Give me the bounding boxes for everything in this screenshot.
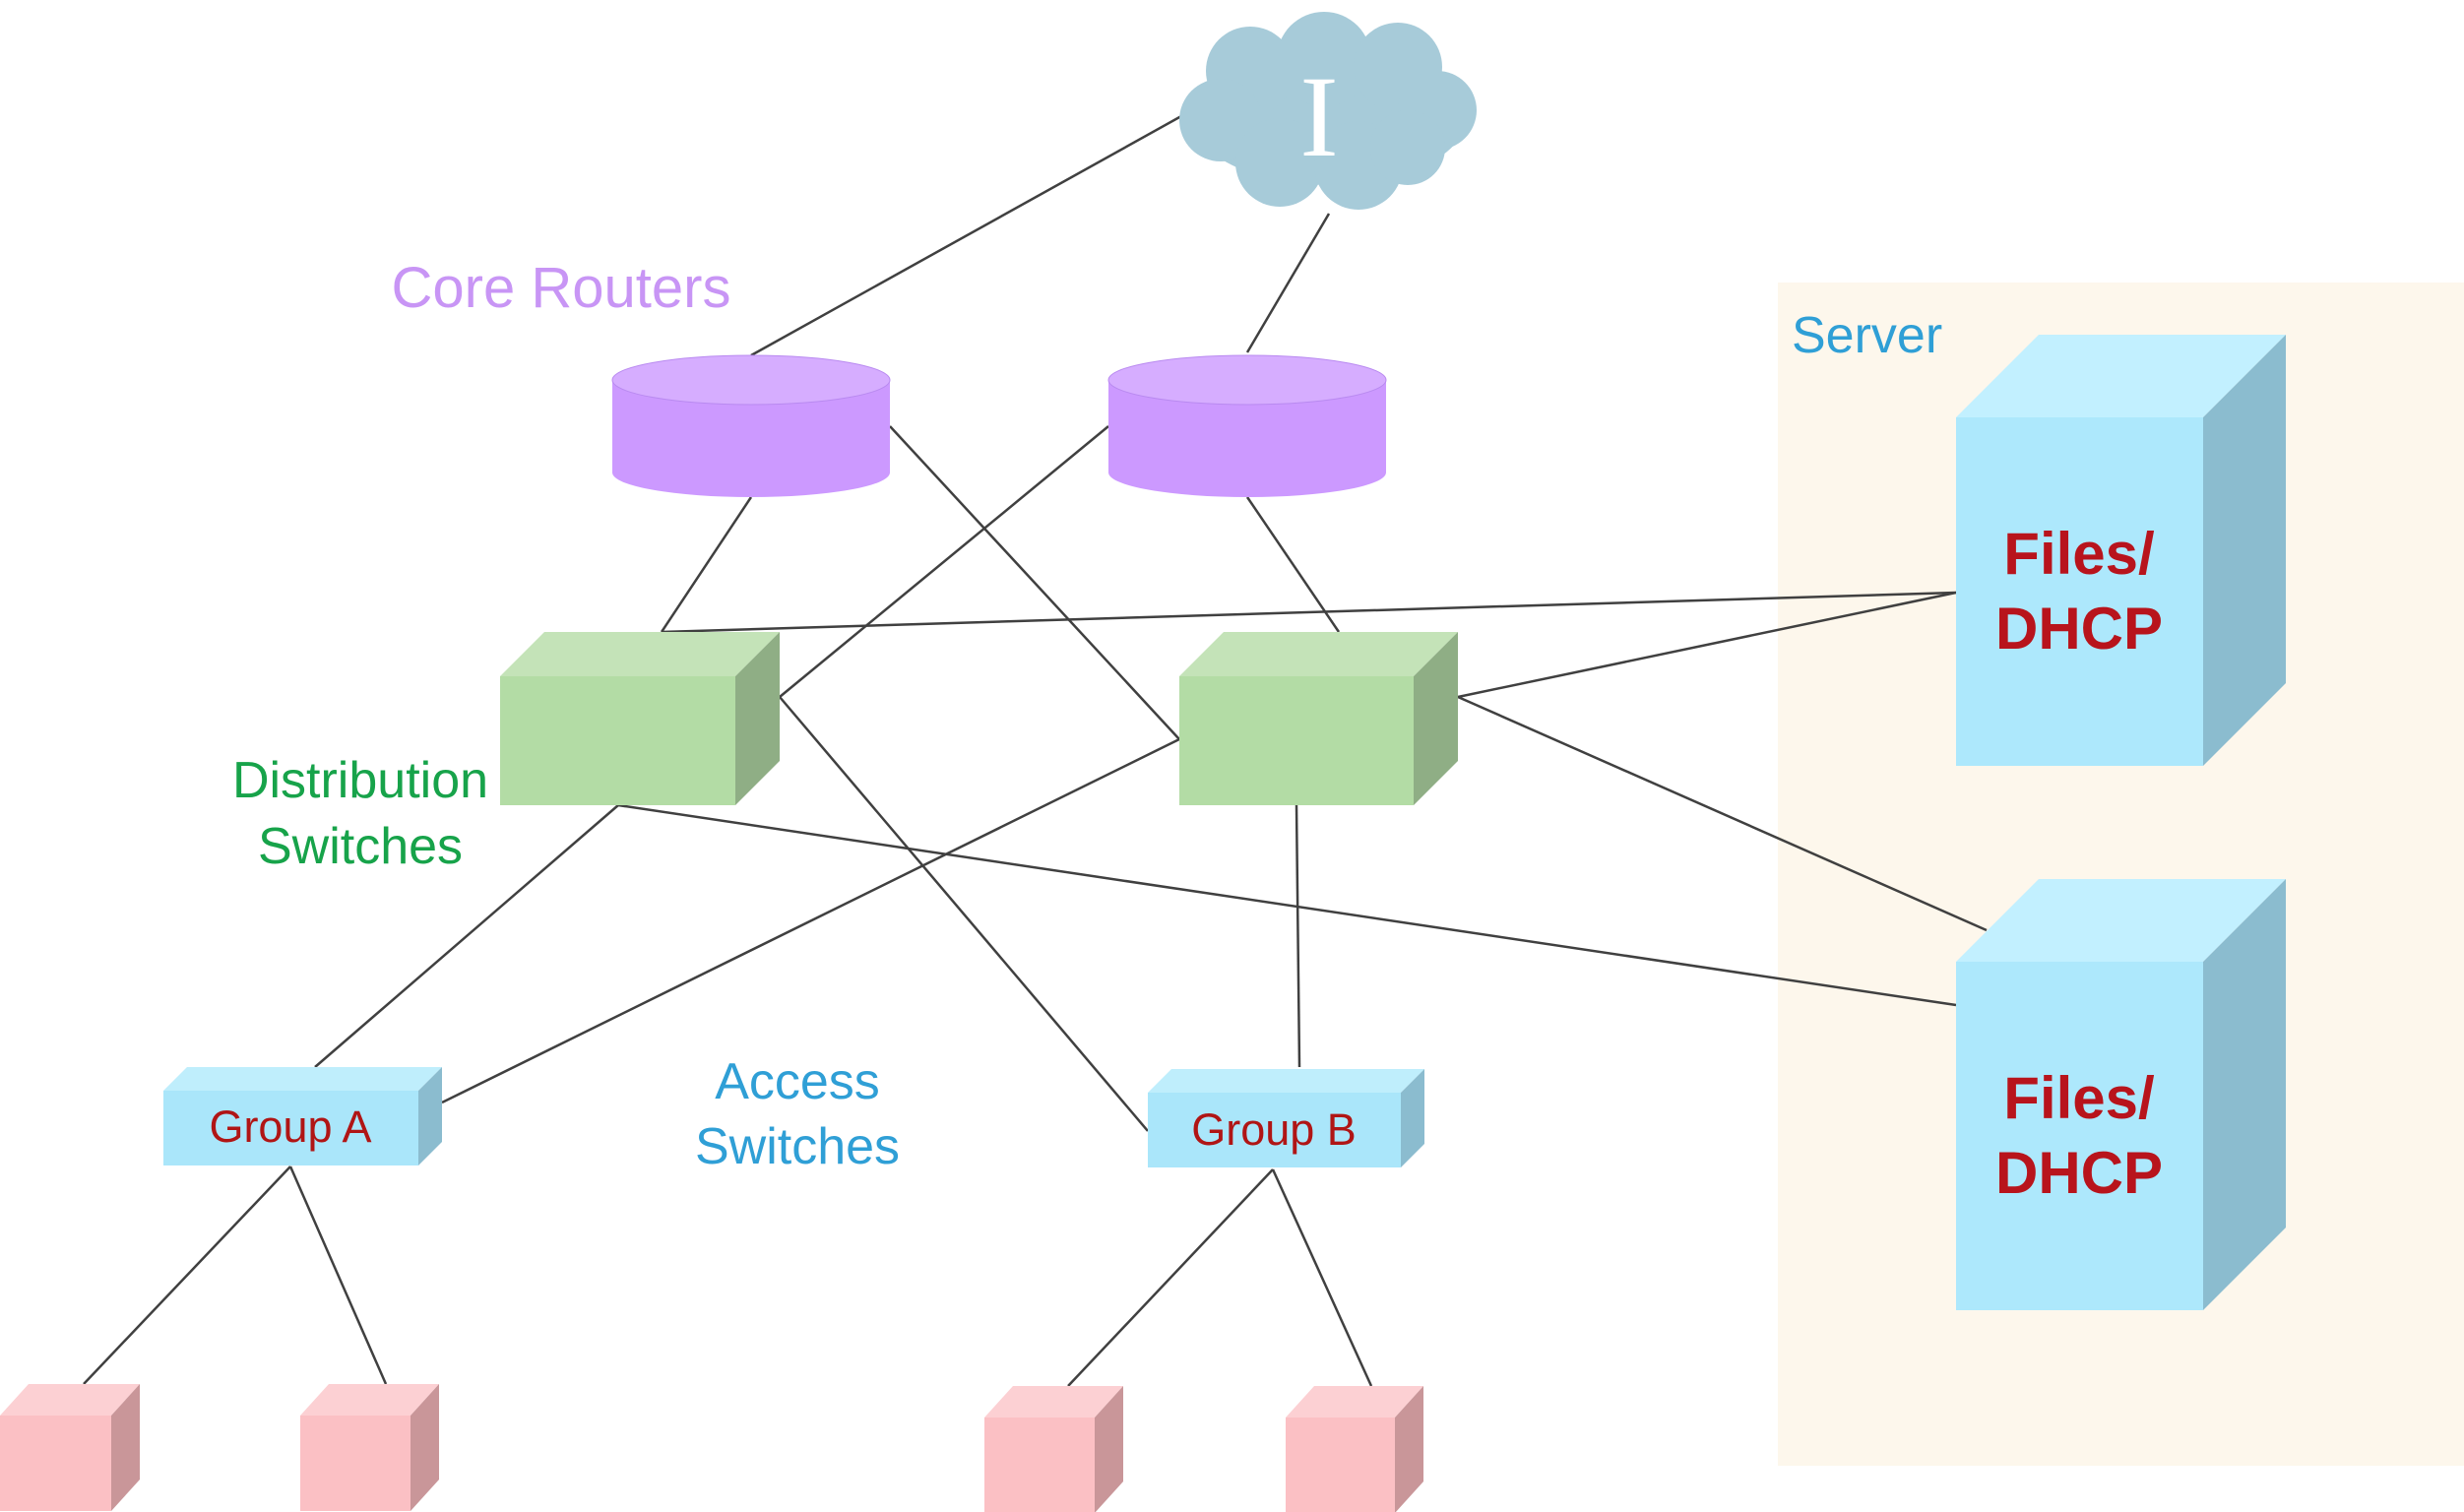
link-router-2-dist-2 — [1245, 496, 1341, 633]
internet-glyph: I — [1299, 52, 1338, 181]
internet-cloud: I — [1179, 12, 1477, 210]
access-switch-group-a: Group A — [163, 1067, 442, 1166]
link-internet-router-1 — [750, 114, 1182, 357]
access-switch-group-b: Group B — [1148, 1069, 1424, 1167]
group-a-label: Group A — [209, 1102, 371, 1152]
link-dist-2-server-1 — [1457, 591, 1957, 699]
link-dist-2-group-b — [1295, 804, 1301, 1068]
link-dist-1-server-2 — [617, 803, 1957, 1007]
link-router-2-dist-1 — [779, 425, 1109, 698]
host-4 — [1286, 1386, 1423, 1512]
distribution-switches-label-line1: Distribution — [232, 752, 488, 809]
link-group-b-host-4 — [1271, 1168, 1373, 1387]
link-dist-1-group-a — [314, 804, 619, 1068]
link-dist-2-group-a — [441, 737, 1180, 1104]
server-1-label-line1: Files/ — [2003, 521, 2155, 587]
server-1: Files/ DHCP — [1956, 335, 2286, 766]
link-dist-1-server-1 — [661, 591, 1957, 634]
server-area-label: Server — [1792, 307, 1942, 364]
server-1-label-line2: DHCP — [1995, 596, 2163, 662]
link-internet-router-2 — [1245, 213, 1331, 353]
link-dist-2-server-2 — [1457, 695, 1988, 932]
link-router-1-dist-1 — [660, 496, 753, 633]
core-router-1 — [611, 354, 891, 497]
link-dist-1-group-b — [779, 696, 1149, 1132]
link-group-a-host-2 — [288, 1166, 388, 1385]
server-2-label-line1: Files/ — [2003, 1065, 2155, 1131]
core-routers-label: Core Routers — [392, 256, 731, 320]
link-group-b-host-3 — [1067, 1168, 1274, 1387]
distribution-switches-label-line2: Switches — [258, 818, 463, 875]
link-group-a-host-1 — [83, 1166, 291, 1385]
server-2-label-line2: DHCP — [1995, 1140, 2163, 1206]
core-router-2 — [1107, 354, 1387, 497]
links — [83, 114, 1988, 1387]
access-switches-label-line1: Access — [715, 1053, 880, 1110]
host-1 — [0, 1384, 140, 1511]
server-2: Files/ DHCP — [1956, 879, 2286, 1310]
distribution-switch-2 — [1179, 632, 1458, 805]
host-3 — [984, 1386, 1123, 1512]
group-b-label: Group B — [1191, 1104, 1357, 1155]
host-2 — [300, 1384, 439, 1511]
access-switches-label-line2: Switches — [695, 1118, 900, 1175]
link-router-1-dist-2 — [889, 425, 1180, 740]
cloud-icon — [1179, 12, 1477, 210]
distribution-switch-1 — [500, 632, 780, 805]
